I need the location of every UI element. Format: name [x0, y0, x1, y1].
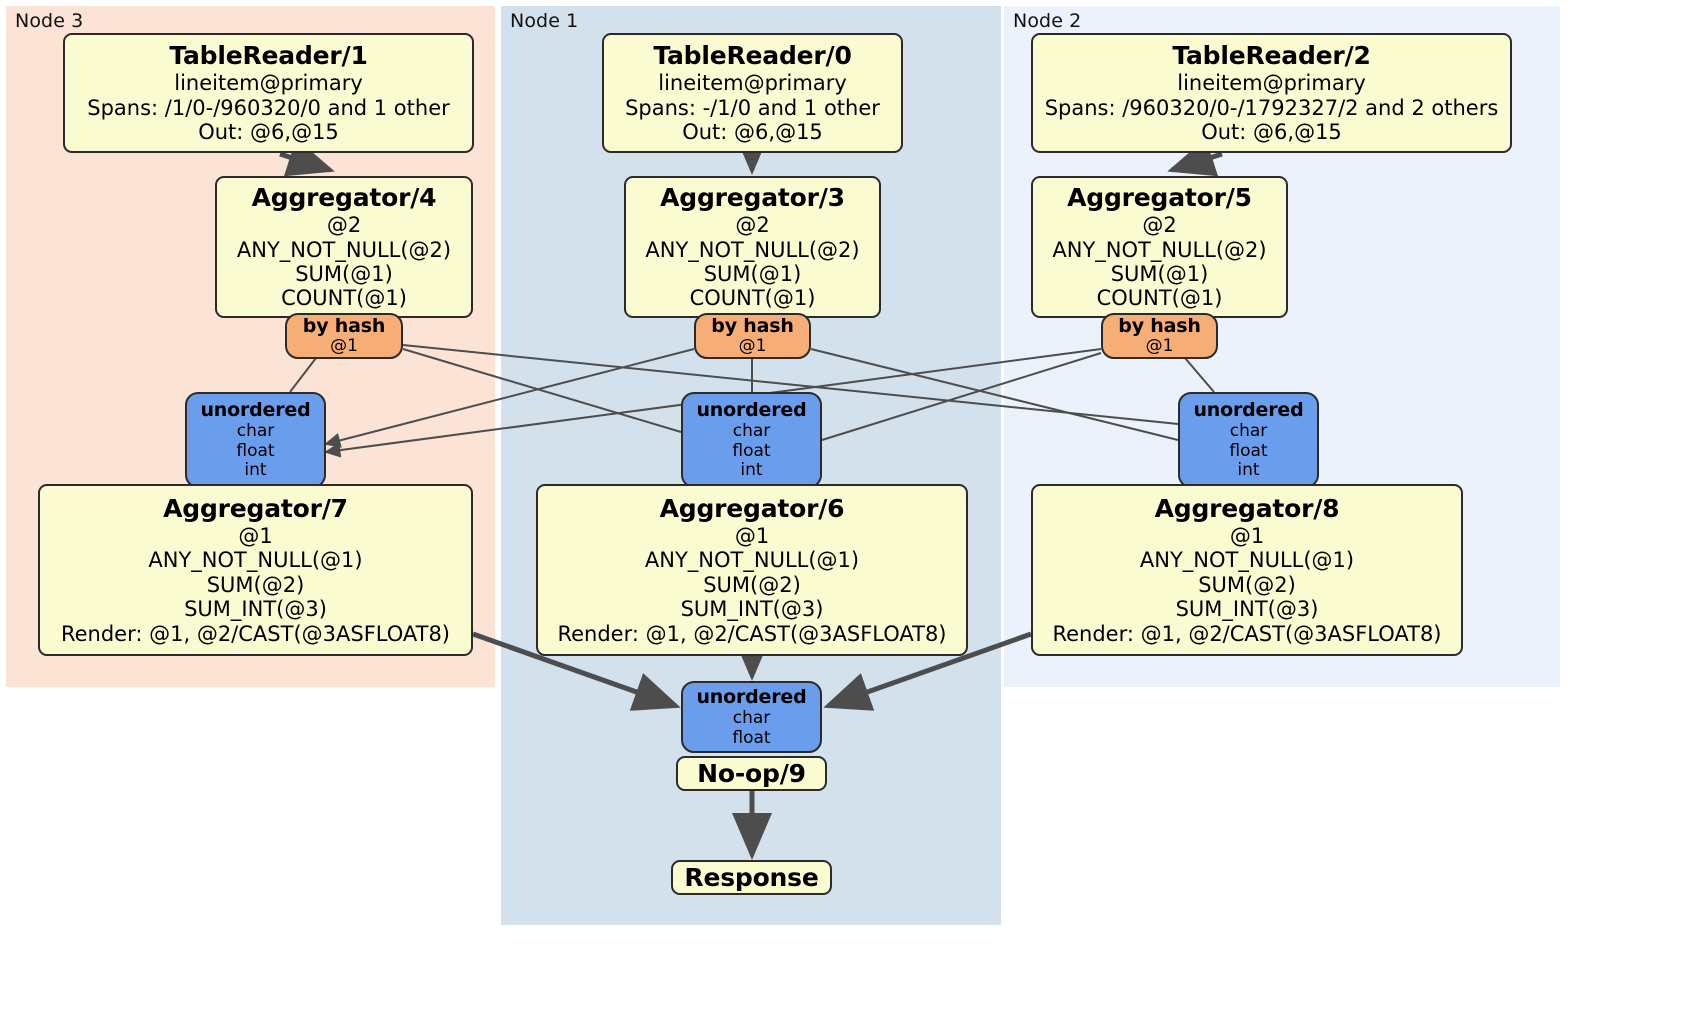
- response-node[interactable]: Response: [671, 860, 832, 895]
- processor-table-reader-2[interactable]: TableReader/2 lineitem@primary Spans: /9…: [1031, 33, 1512, 153]
- router-column: @1: [1145, 336, 1174, 357]
- processor-agg-1: SUM(@2): [703, 572, 801, 597]
- processor-out: Out: @6,@15: [198, 120, 339, 145]
- node-panel-label-node-3: Node 3: [15, 10, 84, 32]
- processor-render: Render: @1, @2/CAST(@3ASFLOAT8): [60, 621, 451, 646]
- processor-agg-2: COUNT(@1): [1096, 286, 1223, 311]
- receiver-label: unordered: [696, 398, 807, 421]
- processor-table: lineitem@primary: [658, 71, 847, 96]
- processor-aggregator-7[interactable]: Aggregator/7 @1 ANY_NOT_NULL(@1) SUM(@2)…: [38, 484, 473, 656]
- processor-spans: Spans: -/1/0 and 1 other: [625, 95, 880, 120]
- processor-title: TableReader/1: [169, 41, 368, 71]
- receiver-label: unordered: [696, 685, 807, 708]
- processor-group-by: @2: [1142, 213, 1177, 238]
- processor-spans: Spans: /1/0-/960320/0 and 1 other: [87, 95, 450, 120]
- processor-agg-1: SUM(@1): [295, 262, 393, 286]
- processor-aggregator-5[interactable]: Aggregator/5 @2 ANY_NOT_NULL(@2) SUM(@1)…: [1031, 176, 1288, 318]
- processor-agg-1: SUM(@2): [206, 572, 305, 597]
- processor-table: lineitem@primary: [1177, 71, 1366, 96]
- processor-out: Out: @6,@15: [1201, 120, 1342, 145]
- receiver-unordered-final[interactable]: unordered char float: [681, 681, 822, 753]
- processor-agg-1: SUM(@1): [703, 262, 802, 286]
- processor-render: Render: @1, @2/CAST(@3ASFLOAT8): [1052, 621, 1442, 646]
- processor-agg-0: ANY_NOT_NULL(@2): [236, 237, 452, 262]
- router-by-hash-node-1[interactable]: by hash @1: [694, 313, 811, 359]
- processor-agg-1: SUM(@1): [1110, 262, 1209, 286]
- processor-title: No-op/9: [697, 758, 806, 788]
- processor-group-by: @1: [1229, 524, 1265, 549]
- processor-agg-2: SUM_INT(@3): [184, 597, 327, 622]
- receiver-type-2: int: [244, 460, 267, 481]
- processor-no-op-9[interactable]: No-op/9: [676, 756, 827, 791]
- receiver-type-1: float: [1229, 440, 1268, 461]
- processor-group-by: @1: [238, 524, 273, 549]
- processor-table-reader-1[interactable]: TableReader/1 lineitem@primary Spans: /1…: [63, 33, 474, 153]
- processor-agg-2: SUM_INT(@3): [680, 597, 824, 622]
- receiver-unordered-node-3[interactable]: unordered char float int: [185, 392, 326, 488]
- receiver-type-1: float: [732, 727, 771, 748]
- router-column: @1: [738, 336, 767, 357]
- processor-agg-0: ANY_NOT_NULL(@1): [644, 548, 860, 573]
- processor-agg-0: ANY_NOT_NULL(@1): [1139, 548, 1355, 573]
- node-panel-label-node-1: Node 1: [510, 10, 579, 32]
- receiver-type-2: int: [740, 460, 763, 481]
- processor-table: lineitem@primary: [174, 71, 363, 96]
- processor-title: Aggregator/8: [1154, 494, 1340, 524]
- receiver-type-1: float: [732, 440, 771, 461]
- receiver-unordered-node-1[interactable]: unordered char float int: [681, 392, 822, 488]
- receiver-label: unordered: [1193, 398, 1304, 421]
- processor-title: Aggregator/3: [660, 183, 845, 213]
- receiver-type-1: float: [236, 440, 275, 461]
- router-by-hash-node-2[interactable]: by hash @1: [1101, 313, 1218, 359]
- processor-agg-0: ANY_NOT_NULL(@2): [1052, 237, 1267, 262]
- processor-agg-0: ANY_NOT_NULL(@1): [148, 548, 363, 573]
- processor-render: Render: @1, @2/CAST(@3ASFLOAT8): [557, 621, 947, 646]
- processor-agg-2: COUNT(@1): [281, 286, 407, 311]
- processor-group-by: @2: [735, 213, 770, 238]
- processor-agg-1: SUM(@2): [1198, 572, 1296, 597]
- router-label: by hash: [302, 315, 386, 338]
- processor-title: TableReader/0: [653, 41, 852, 71]
- processor-title: Aggregator/4: [251, 183, 437, 213]
- processor-title: Aggregator/5: [1067, 183, 1252, 213]
- processor-aggregator-4[interactable]: Aggregator/4 @2 ANY_NOT_NULL(@2) SUM(@1)…: [215, 176, 473, 318]
- processor-out: Out: @6,@15: [682, 120, 823, 145]
- receiver-type-0: char: [732, 420, 771, 441]
- processor-group-by: @1: [734, 524, 770, 549]
- router-by-hash-node-3[interactable]: by hash @1: [285, 313, 403, 359]
- receiver-type-0: char: [732, 707, 771, 728]
- response-label: Response: [684, 862, 819, 892]
- processor-title: TableReader/2: [1172, 41, 1371, 71]
- processor-aggregator-3[interactable]: Aggregator/3 @2 ANY_NOT_NULL(@2) SUM(@1)…: [624, 176, 881, 318]
- processor-aggregator-6[interactable]: Aggregator/6 @1 ANY_NOT_NULL(@1) SUM(@2)…: [536, 484, 968, 656]
- node-panel-label-node-2: Node 2: [1013, 10, 1082, 32]
- receiver-type-2: int: [1237, 460, 1260, 481]
- processor-spans: Spans: /960320/0-/1792327/2 and 2 others: [1044, 95, 1499, 120]
- processor-title: Aggregator/7: [163, 494, 348, 524]
- router-label: by hash: [1118, 315, 1201, 338]
- processor-agg-2: SUM_INT(@3): [1175, 597, 1319, 622]
- router-label: by hash: [711, 315, 794, 338]
- processor-agg-0: ANY_NOT_NULL(@2): [645, 237, 860, 262]
- receiver-type-0: char: [236, 420, 275, 441]
- receiver-type-0: char: [1229, 420, 1268, 441]
- processor-aggregator-8[interactable]: Aggregator/8 @1 ANY_NOT_NULL(@1) SUM(@2)…: [1031, 484, 1463, 656]
- receiver-unordered-node-2[interactable]: unordered char float int: [1178, 392, 1319, 488]
- processor-agg-2: COUNT(@1): [689, 286, 816, 311]
- processor-title: Aggregator/6: [659, 494, 845, 524]
- processor-group-by: @2: [326, 213, 362, 238]
- router-column: @1: [330, 336, 358, 357]
- receiver-label: unordered: [200, 398, 311, 421]
- processor-table-reader-0[interactable]: TableReader/0 lineitem@primary Spans: -/…: [602, 33, 903, 153]
